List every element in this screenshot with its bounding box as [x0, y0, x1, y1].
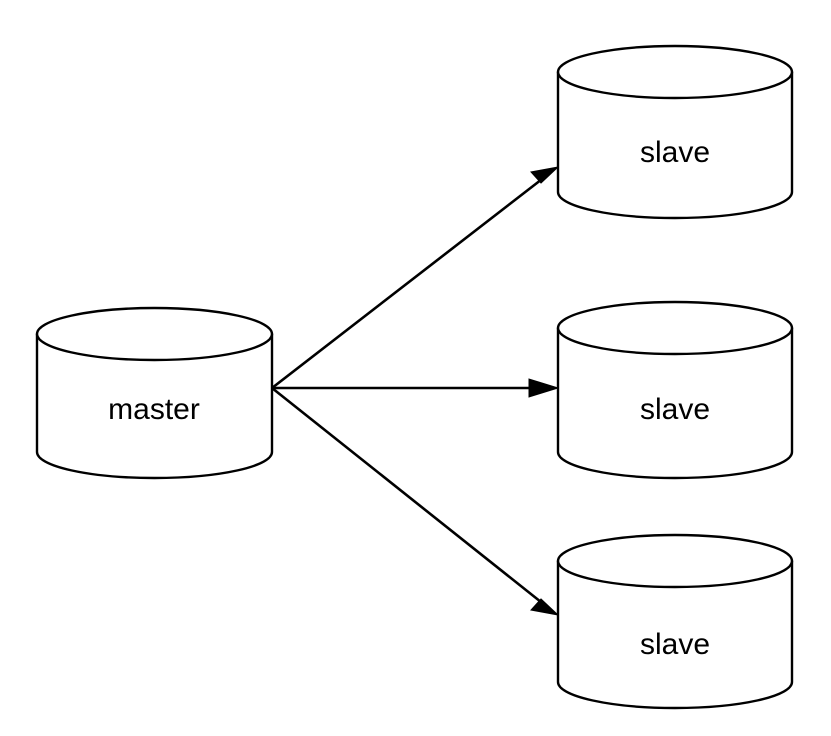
- node-label-slave-1: slave: [640, 136, 710, 169]
- slave-1-cylinder-body: [556, 70, 794, 220]
- master-cylinder-body: [35, 332, 274, 480]
- edge-master-to-slave-3[interactable]: [271, 386, 560, 616]
- slave-1-cylinder-top: [556, 44, 794, 100]
- node-slave-2[interactable]: slave: [556, 300, 794, 480]
- node-label-slave-2: slave: [640, 393, 710, 426]
- node-label-slave-3: slave: [640, 628, 710, 661]
- arrowhead-icon: [530, 598, 560, 616]
- node-label-master: master: [108, 393, 200, 426]
- master-cylinder-top: [35, 306, 274, 362]
- arrowhead-icon: [528, 378, 560, 398]
- slave-2-cylinder-body: [556, 326, 794, 480]
- arrowhead-icon: [530, 166, 560, 184]
- slave-3-cylinder-body: [556, 559, 794, 710]
- edge-group: [271, 166, 560, 616]
- edge-line-master-to-slave-1: [271, 174, 547, 390]
- slave-3-cylinder-top: [556, 533, 794, 589]
- node-slave-3[interactable]: slave: [556, 533, 794, 710]
- edge-line-master-to-slave-3: [271, 386, 547, 608]
- edge-master-to-slave-2[interactable]: [272, 378, 560, 398]
- slave-2-cylinder-top: [556, 300, 794, 356]
- node-master[interactable]: master: [35, 306, 274, 480]
- node-slave-1[interactable]: slave: [556, 44, 794, 220]
- edge-master-to-slave-1[interactable]: [271, 166, 560, 390]
